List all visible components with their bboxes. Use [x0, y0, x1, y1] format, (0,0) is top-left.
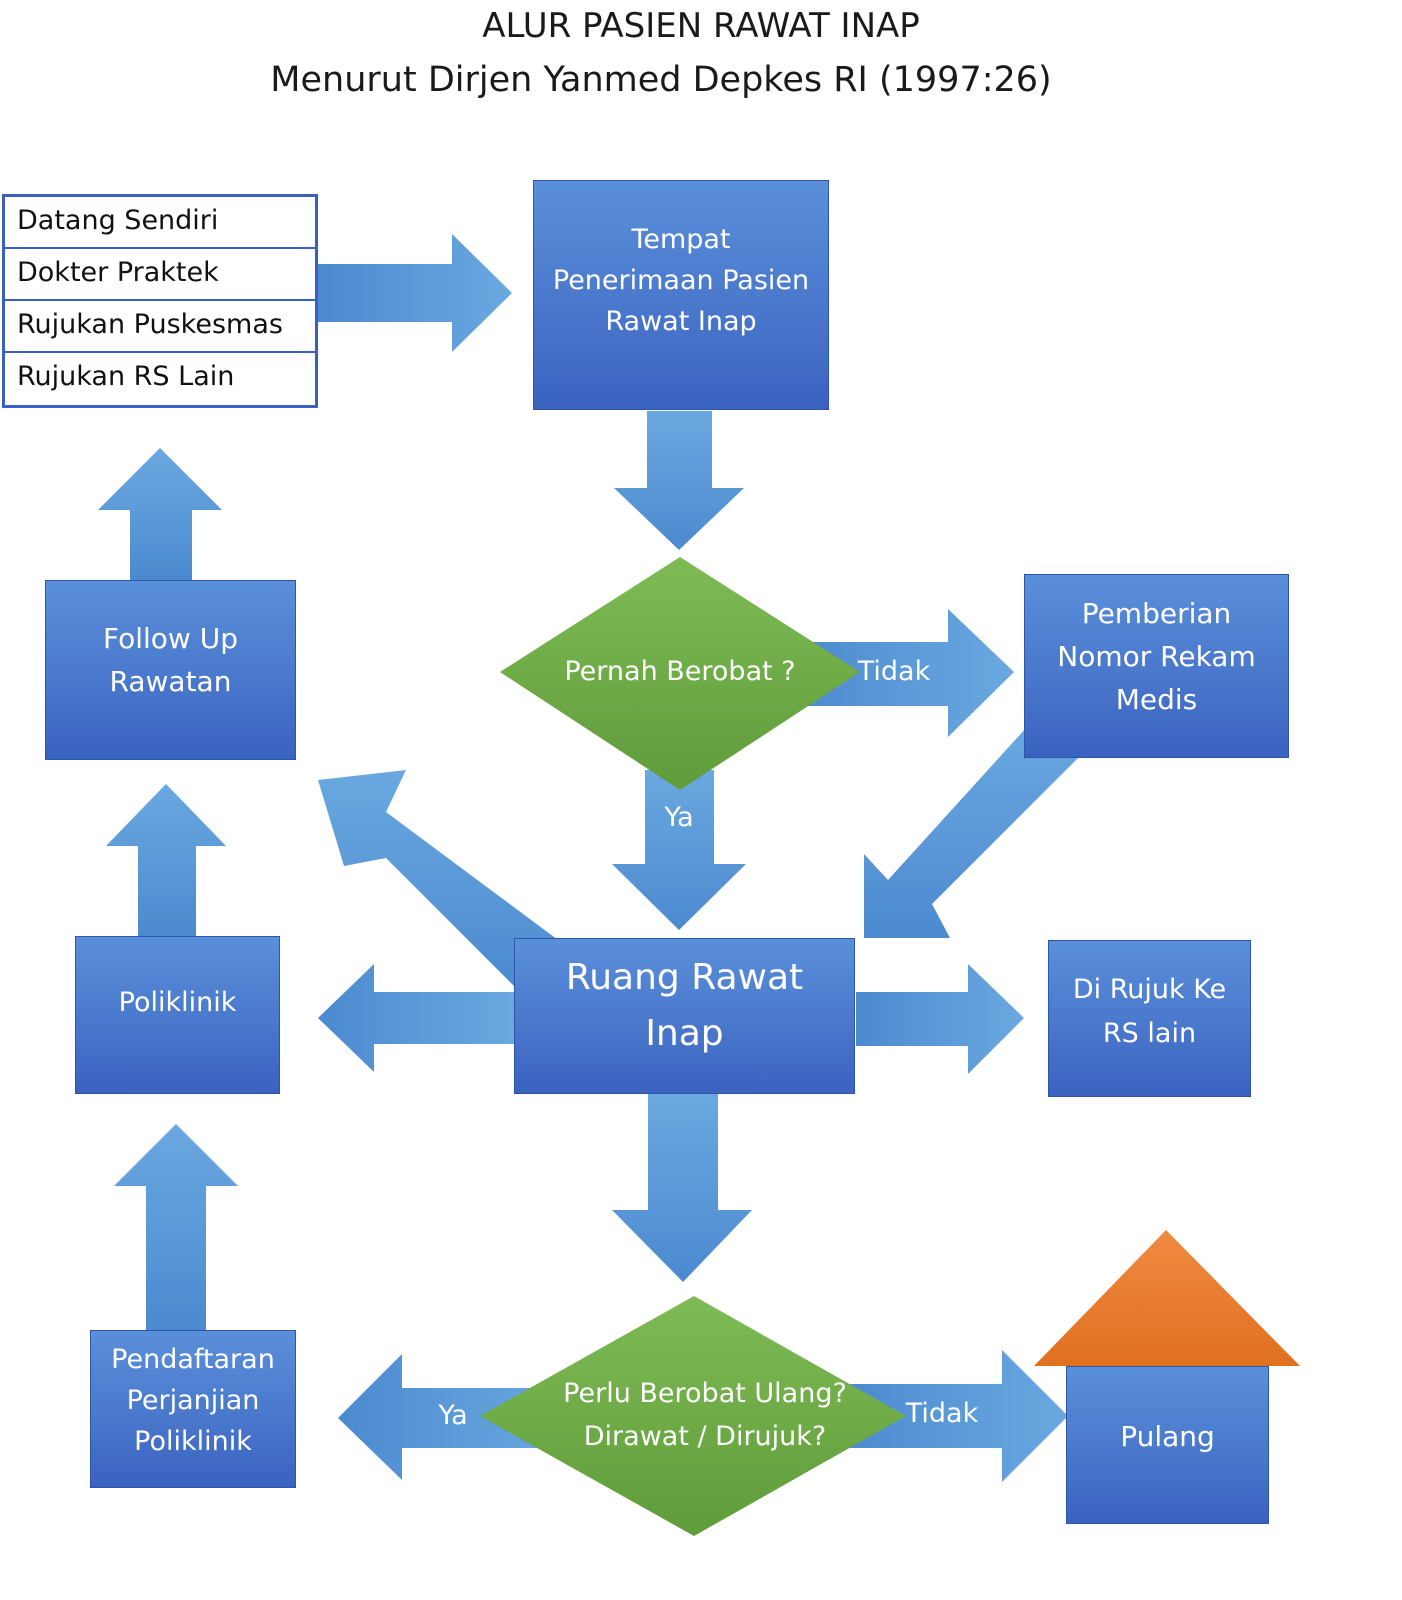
edge-label-tidak: Tidak — [857, 656, 931, 687]
node-poliklinik: Poliklinik — [75, 936, 280, 1094]
node-follow-up-rawatan: Follow Up Rawatan — [45, 580, 296, 760]
edge-label-ya: Ya — [438, 1400, 468, 1431]
source-item: Datang Sendiri — [5, 197, 315, 249]
node-pemberian-rekam-medis: Pemberian Nomor Rekam Medis — [1024, 574, 1289, 758]
node-tppri: Tempat Penerimaan Pasien Rawat Inap — [533, 180, 829, 410]
arrow-tidak-to-pulang — [840, 1350, 1068, 1482]
arrow-ya-to-pendaftaran — [338, 1354, 560, 1480]
arrow-sources-to-tppri — [317, 234, 512, 352]
edge-label-ya: Ya — [664, 802, 694, 833]
arrow-rekam-medis-to-ruang-rawat — [864, 728, 1078, 938]
source-item: Rujukan Puskesmas — [5, 301, 315, 353]
node-pulang: Pulang — [1066, 1366, 1269, 1524]
diagram-title: ALUR PASIEN RAWAT INAP — [482, 6, 920, 46]
patient-source-list: Datang Sendiri Dokter Praktek Rujukan Pu… — [2, 194, 318, 408]
node-ruang-rawat-inap: Ruang Rawat Inap — [514, 938, 855, 1094]
arrow-ruang-rawat-to-follow-up — [318, 770, 558, 986]
source-item: Rujukan RS Lain — [17, 361, 235, 392]
node-pendaftaran-perjanjian: Pendaftaran Perjanjian Poliklinik — [90, 1330, 296, 1488]
decision-pernah-berobat-label: Pernah Berobat ? — [564, 656, 796, 687]
decision-pernah-berobat-shape — [500, 557, 860, 790]
arrow-poliklinik-to-follow-up — [106, 784, 226, 936]
diagram-subtitle: Menurut Dirjen Yanmed Depkes RI (1997:26… — [270, 60, 1052, 100]
arrow-ruang-rawat-to-dirujuk — [856, 964, 1024, 1074]
arrow-tppri-to-decision — [614, 411, 744, 550]
arrow-ruang-rawat-to-poliklinik — [318, 964, 516, 1072]
decision-perlu-berobat-shape — [480, 1296, 906, 1536]
source-item: Dokter Praktek — [5, 249, 315, 301]
arrow-tidak-to-rekam-medis — [790, 609, 1014, 737]
arrow-follow-up-to-sources — [98, 448, 222, 580]
edge-label-tidak: Tidak — [905, 1398, 979, 1429]
arrow-ruang-rawat-to-decision2 — [612, 1094, 752, 1282]
arrow-ya-to-ruang-rawat — [612, 770, 746, 930]
arrow-pendaftaran-to-poliklinik — [114, 1124, 238, 1330]
house-roof — [1034, 1230, 1300, 1366]
node-dirujuk-rs-lain: Di Rujuk Ke RS lain — [1048, 940, 1251, 1097]
decision-perlu-berobat-label: Perlu Berobat Ulang? Dirawat / Dirujuk? — [563, 1378, 847, 1452]
